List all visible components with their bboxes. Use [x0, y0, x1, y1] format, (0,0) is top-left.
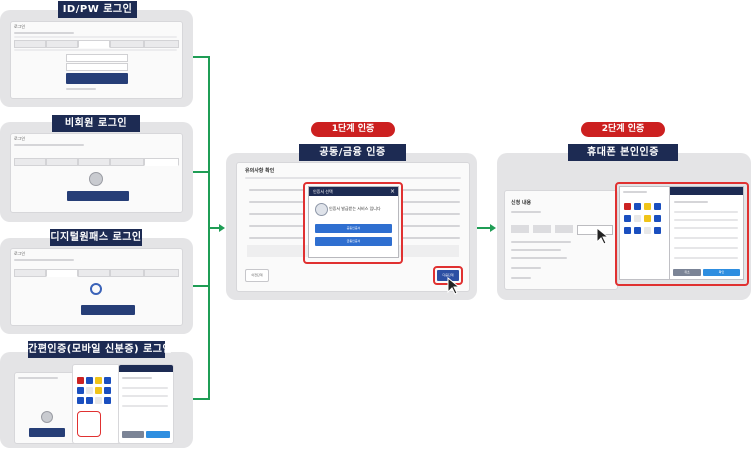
onepass-logo-icon	[90, 283, 102, 295]
next-button[interactable]: 다음단계	[437, 270, 459, 281]
financial-cert-button[interactable]: 금융인증서	[315, 237, 392, 246]
tab-guest-active[interactable]	[144, 158, 179, 166]
screen-idpw-login: 로그인	[10, 21, 183, 99]
app-tile[interactable]	[95, 397, 102, 404]
password-input[interactable]	[66, 63, 128, 71]
screen-guest-login: 로그인	[10, 133, 183, 213]
digital-onepass-button[interactable]	[81, 305, 135, 315]
app-tile[interactable]	[77, 387, 84, 394]
tab[interactable]	[46, 40, 78, 48]
app-tile[interactable]	[104, 387, 111, 394]
screen-title-text: 로그인	[14, 24, 26, 29]
close-icon[interactable]: ×	[389, 188, 395, 195]
id-input[interactable]	[66, 54, 128, 62]
screen-title: 유의사항 확인	[245, 168, 275, 174]
arrow-to-step1-icon	[219, 224, 225, 232]
connector-digital	[193, 285, 210, 287]
app-tile[interactable]	[644, 215, 651, 222]
popup-cancel-button[interactable]: 취소	[673, 269, 701, 276]
app-tile[interactable]	[86, 377, 93, 384]
app-tile[interactable]	[624, 215, 631, 222]
app-tile[interactable]	[77, 397, 84, 404]
confirm-button[interactable]	[122, 431, 144, 438]
step1-title: 공동/금융 인증	[299, 144, 406, 161]
submit-button[interactable]	[146, 431, 170, 438]
app-tile[interactable]	[634, 227, 641, 234]
app-tile[interactable]	[654, 215, 661, 222]
step2-badge: 2단계 인증	[581, 122, 665, 137]
cert-select-modal: 인증서 선택 × 인증서 발급받는 서비스 입니다 공동인증서 금융인증서	[308, 186, 399, 258]
connector-to-step2	[477, 227, 491, 229]
joint-cert-button[interactable]: 공동인증서	[315, 224, 392, 233]
app-tile[interactable]	[644, 203, 651, 210]
app-tile[interactable]	[634, 215, 641, 222]
tab-idpw-active[interactable]	[78, 40, 110, 48]
modal-title: 인증서 선택	[313, 189, 333, 194]
screen-title: 신청 내용	[511, 200, 532, 206]
person-icon	[41, 411, 53, 423]
arrow-to-step2-icon	[490, 224, 496, 232]
app-tile[interactable]	[86, 397, 93, 404]
label-digital-login: 디지털원패스 로그인	[50, 229, 142, 246]
tab[interactable]	[144, 40, 179, 48]
person-icon	[89, 172, 103, 186]
modal-heading: 인증서 발급받는 서비스 입니다	[329, 206, 381, 211]
screen-step2: 신청 내용	[504, 190, 618, 290]
highlight-cert-modal	[303, 182, 403, 264]
app-tile[interactable]	[95, 377, 102, 384]
cursor-icon	[596, 227, 610, 245]
connector-top	[193, 56, 210, 58]
tab[interactable]	[144, 269, 179, 277]
simple-auth-button[interactable]	[29, 428, 65, 437]
connector-to-step1	[208, 227, 220, 229]
step2-title: 휴대폰 본인인증	[568, 144, 678, 161]
tab[interactable]	[110, 269, 144, 277]
prev-button[interactable]: 이전단계	[245, 269, 269, 282]
app-tile[interactable]	[624, 227, 631, 234]
tab[interactable]	[46, 158, 78, 166]
guest-auth-button[interactable]	[67, 191, 129, 201]
app-tile[interactable]	[104, 377, 111, 384]
popup-confirm-button[interactable]: 확인	[703, 269, 740, 276]
tab[interactable]	[78, 158, 110, 166]
label-guest-login: 비회원 로그인	[52, 115, 140, 132]
tab[interactable]	[14, 40, 46, 48]
phone-auth-button[interactable]	[577, 225, 613, 235]
app-tile[interactable]	[634, 203, 641, 210]
screen-digital-login: 로그인	[10, 248, 183, 326]
cert-icon	[315, 203, 328, 216]
phone-auth-form-popup: 취소 확인	[669, 186, 744, 280]
tab[interactable]	[110, 158, 144, 166]
app-tile[interactable]	[654, 203, 661, 210]
tab[interactable]	[14, 158, 46, 166]
app-tile[interactable]	[77, 377, 84, 384]
phone-app-list	[72, 364, 120, 444]
cursor-icon	[447, 277, 461, 295]
app-tile[interactable]	[644, 227, 651, 234]
tab[interactable]	[14, 269, 46, 277]
highlight-mobile-id	[77, 411, 101, 437]
label-idpw-login: ID/PW 로그인	[58, 1, 137, 18]
phone-auth-form	[118, 364, 174, 444]
label-simple-login: 간편인증(모바일 신분증) 로그인	[28, 341, 172, 358]
connector-guest	[193, 171, 210, 173]
step1-badge: 1단계 인증	[311, 122, 395, 137]
highlight-phone-popup	[615, 182, 749, 286]
connector-bottom	[193, 398, 210, 400]
app-tile[interactable]	[104, 397, 111, 404]
tab-digital-active[interactable]	[46, 269, 78, 277]
app-tile[interactable]	[654, 227, 661, 234]
phone-carrier-popup	[619, 186, 670, 280]
app-tile[interactable]	[95, 387, 102, 394]
tab[interactable]	[110, 40, 144, 48]
app-tile[interactable]	[86, 387, 93, 394]
app-tile[interactable]	[624, 203, 631, 210]
tab[interactable]	[78, 269, 110, 277]
login-button[interactable]	[66, 73, 128, 84]
